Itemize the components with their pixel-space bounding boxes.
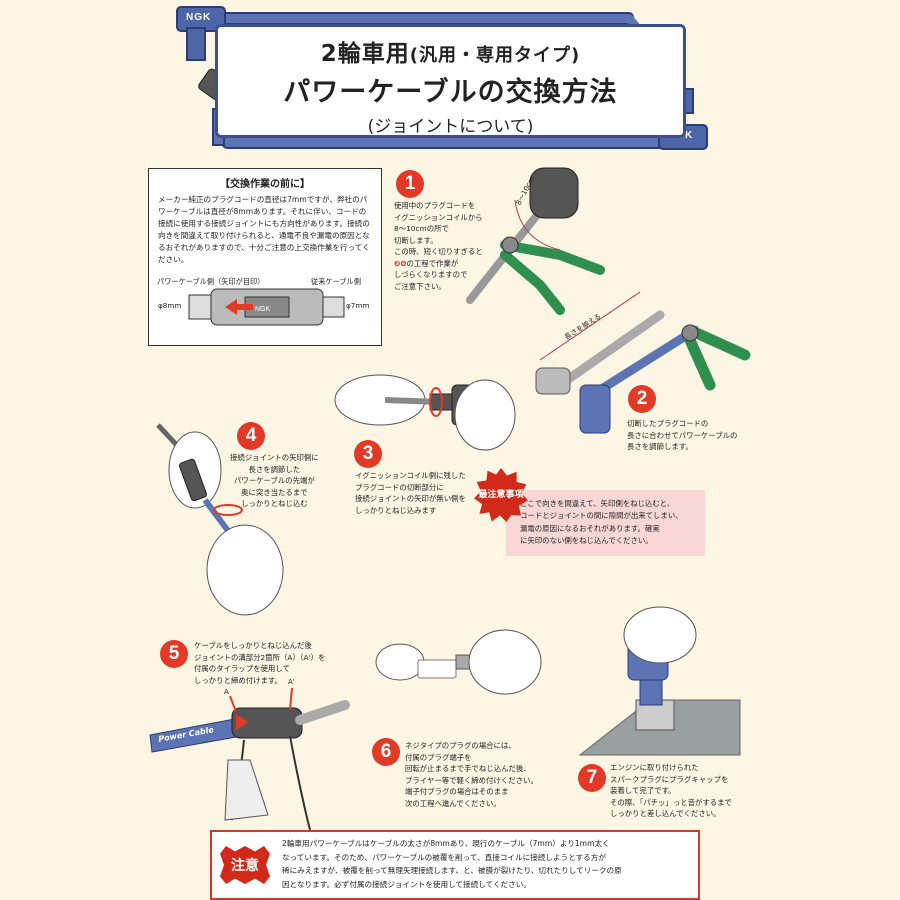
joint-diagram: NGK <box>188 288 345 326</box>
step-1-number: 1 <box>396 170 424 198</box>
bottom-caution-box: 注意 2輪車用パワーケーブルはケーブルの太さが8mmあり、現行のケーブル（7mm… <box>210 830 700 900</box>
step-5-number: 5 <box>160 640 188 668</box>
svg-text:NGK: NGK <box>255 306 271 313</box>
important-note: ここで向きを間違えて、矢印側をねじ込むと、 コードとジョイントの間に隙間が出来て… <box>506 490 705 556</box>
info-box: 【交換作業の前に】 メーカー純正のプラグコードの直径は7mmですが、弊社のパワー… <box>148 168 382 346</box>
step-ref-3-4: ❸❹ <box>394 258 407 268</box>
step-6-text: ネジタイプのプラグの場合には、 付属のプラグ端子を 回転が止まるまで手でねじ込ん… <box>405 741 538 808</box>
info-heading: 【交換作業の前に】 <box>220 179 310 190</box>
step-2-text: 切断したプラグコードの 長さに合わせてパワーケーブルの 長さを調節します。 <box>627 419 738 451</box>
mark-a: A <box>224 688 229 696</box>
step-2-number: 2 <box>628 385 656 413</box>
step-5-text: ケーブルをしっかりとねじ込んだ後 ジョイントの溝部分2箇所（A）（A'）を 付属… <box>194 641 326 685</box>
diameter-right-label: φ7mm <box>346 301 370 310</box>
step-7-ngk-logo: NGK <box>644 652 665 661</box>
title-line-1: 2輪車用(汎用・専用タイプ) <box>320 41 581 67</box>
title-line-2: パワーケーブルの交換方法 <box>283 77 618 108</box>
info-body: メーカー純正のプラグコードの直径は7mmですが、弊社のパワーケーブルは直径が8m… <box>158 195 370 264</box>
joint-diagram-labels: パワーケーブル側（矢印が目印） 従来ケーブル側 <box>157 277 373 287</box>
step-7-text: エンジンに取り付けられた スパークプラグにプラグキャップを 装着して完了です。 … <box>610 763 732 818</box>
step-3-number: 3 <box>354 440 382 468</box>
header-plug-boot-left <box>186 27 206 61</box>
diameter-left-label: φ8mm <box>158 301 182 310</box>
title-box: 2輪車用(汎用・専用タイプ) パワーケーブルの交換方法 (ジョイントについて) <box>215 24 686 138</box>
ngk-logo: NGK <box>186 12 212 23</box>
step-1-text: 使用中のプラグコードを イグニッションコイルから 8～10cmの所で 切断します… <box>394 201 483 291</box>
original-cable-side-label: 従来ケーブル側 <box>311 277 361 286</box>
step-6-number: 6 <box>372 738 400 766</box>
step-4-text: 接続ジョイントの矢印側に 長さを調節した パワーケーブルの先端が 奥に突き当たる… <box>230 453 319 508</box>
caution-badge: 注意 <box>220 846 270 884</box>
step-4-number: 4 <box>237 422 265 450</box>
caution-text: 2輪車用パワーケーブルはケーブルの太さが8mmあり、現行のケーブル（7mm）より… <box>282 839 622 889</box>
title-line-3: (ジョイントについて) <box>367 117 534 137</box>
step-3-text: イグニッションコイル側に残した プラグコードの切断部分に 接続ジョイントの矢印が… <box>355 471 466 515</box>
mark-a-prime: A' <box>288 678 295 686</box>
step-7-number: 7 <box>578 764 606 792</box>
power-cable-side-label: パワーケーブル側（矢印が目印） <box>157 277 265 286</box>
